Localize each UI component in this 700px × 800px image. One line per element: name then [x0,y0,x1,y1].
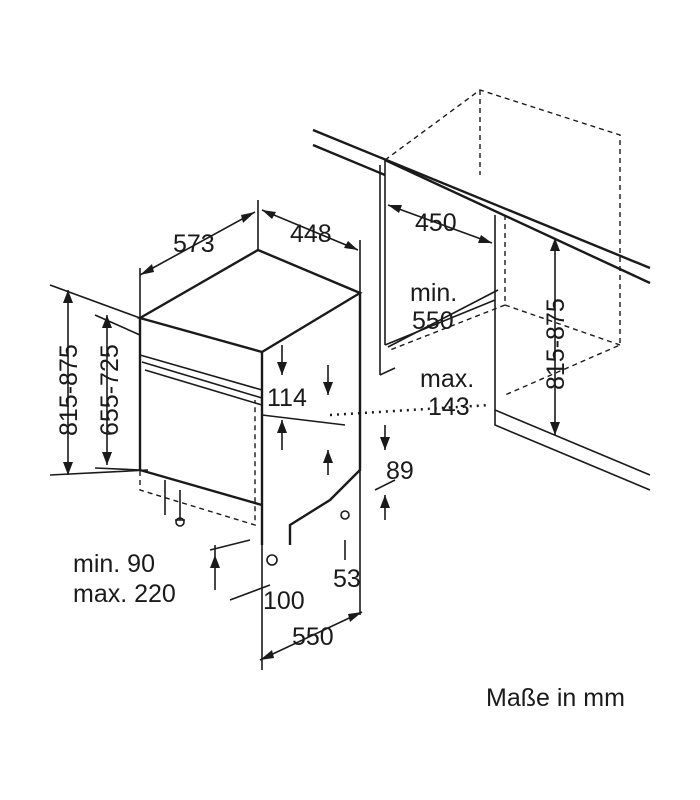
label-height-inner: 655-725 [96,344,124,436]
dishwasher-body [136,248,363,566]
label-dim-100: 100 [263,587,305,615]
label-max: max. [420,365,474,393]
label-niche-width-450: 450 [415,209,457,237]
countertop-and-cabinet [312,89,651,491]
label-depth-550: 550 [292,623,334,651]
label-height-left: 815-875 [55,344,83,436]
label-plinth-max: max. 220 [73,580,176,608]
label-depth-573: 573 [173,230,215,258]
dimension-arrows [63,205,560,660]
label-height-right: 815-875 [542,298,570,390]
label-plinth-89: 89 [386,457,414,485]
label-width-448: 448 [290,220,332,248]
label-niche-depth-550: 550 [412,307,454,335]
label-dim-53: 53 [333,565,361,593]
units-note: Maße in mm [486,684,625,712]
label-max-143: 143 [428,393,470,421]
label-niche-depth-min: min. [410,279,457,307]
label-plinth-min: min. 90 [73,550,155,578]
label-panel-114: 114 [267,384,307,412]
dimension-lines [49,200,556,670]
